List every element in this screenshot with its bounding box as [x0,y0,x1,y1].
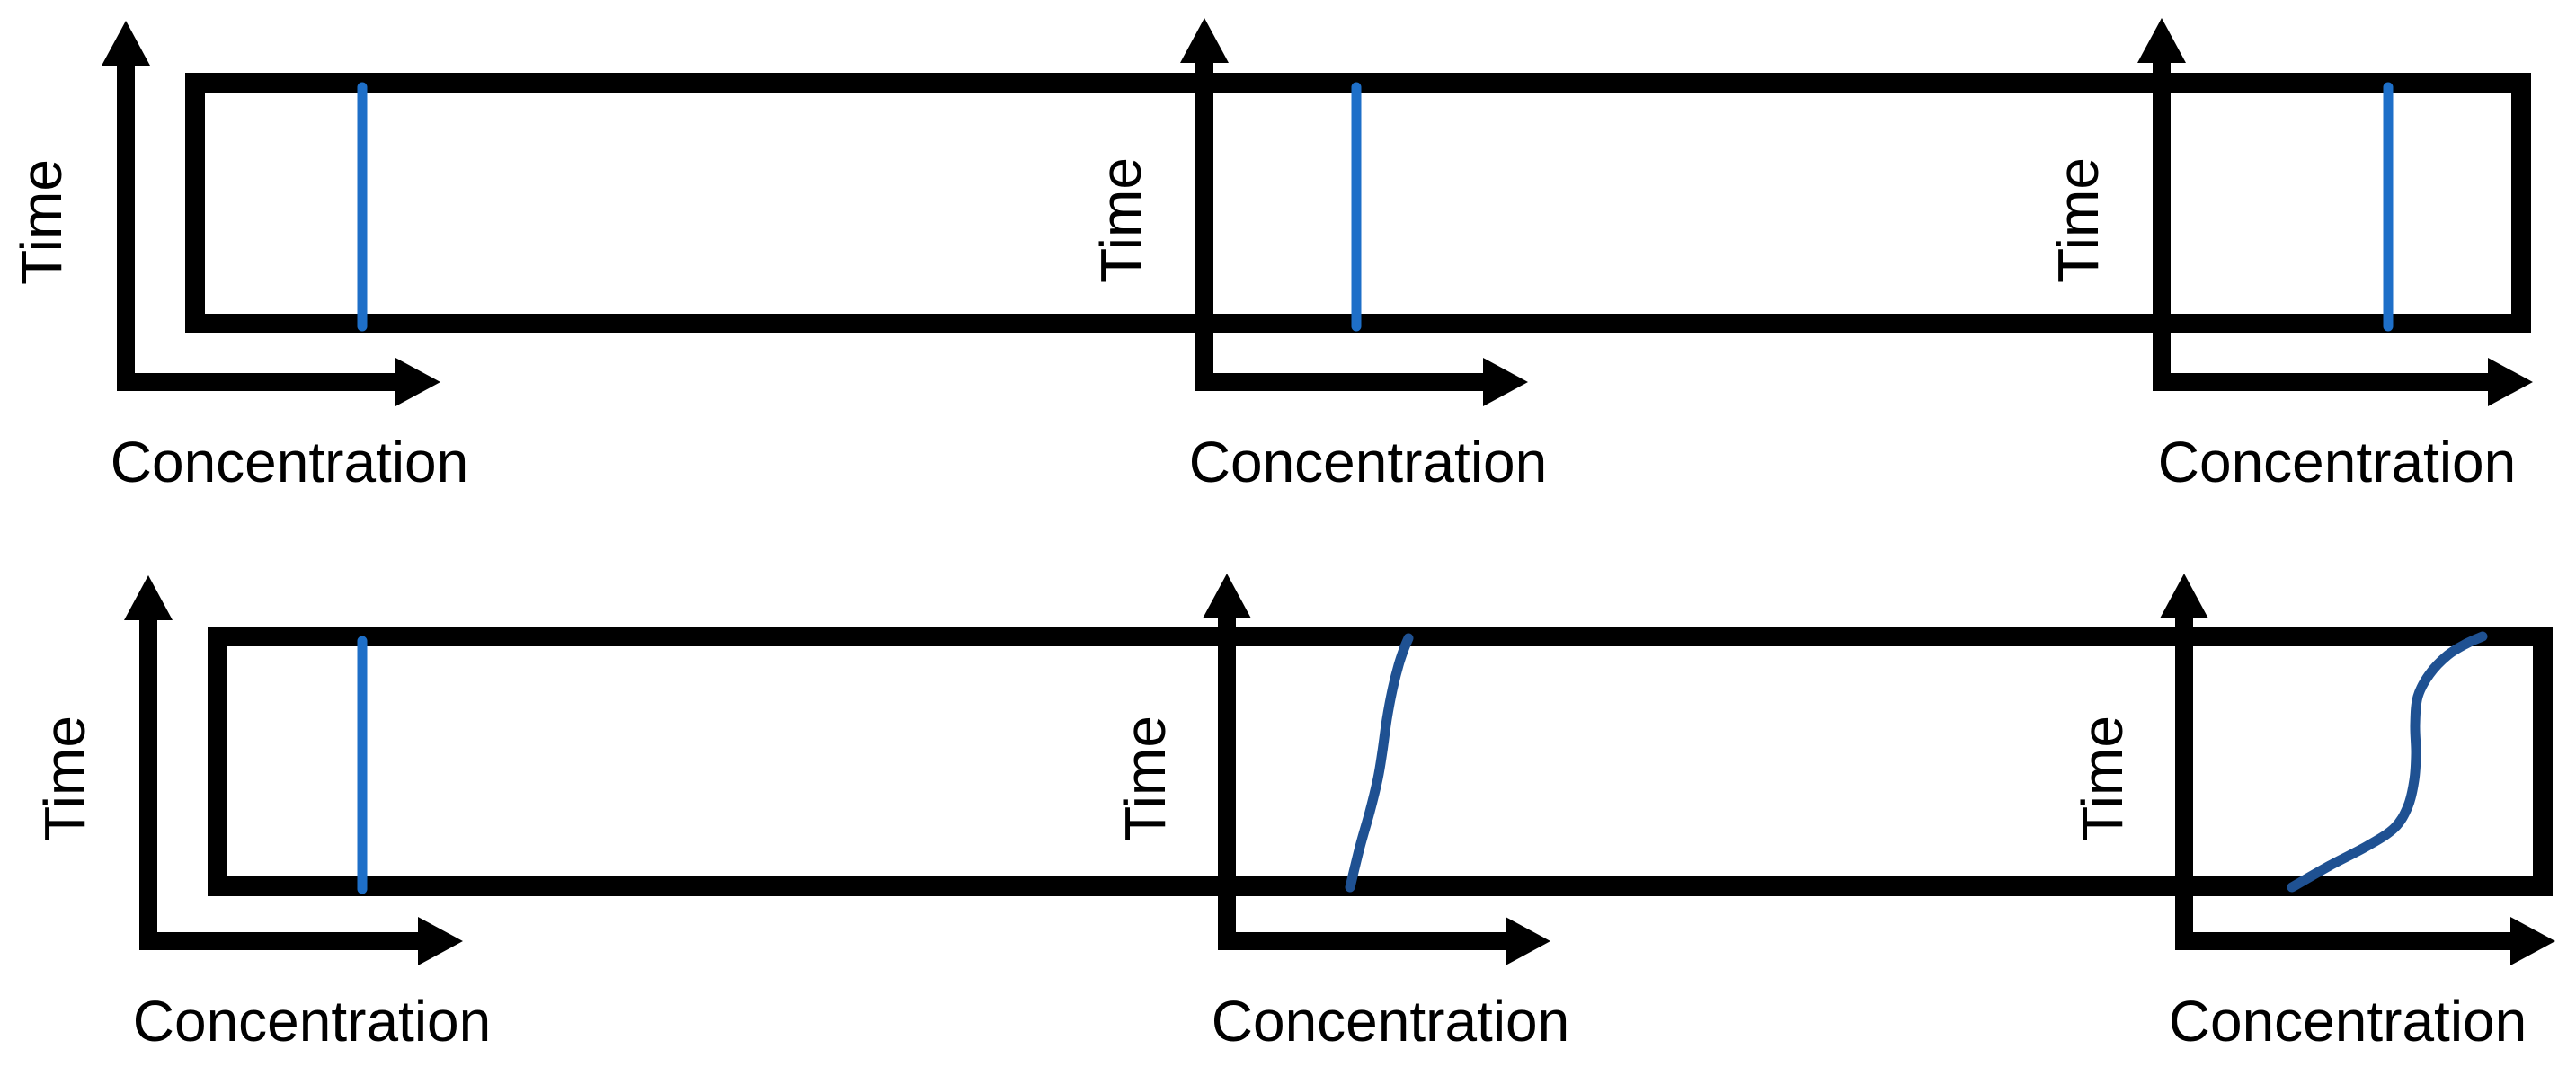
xlabel-conc-bottom-left: Concentration [133,989,491,1054]
time-axis-arrowhead-right-row-2 [2160,574,2208,618]
xlabel-conc-top-left: Concentration [111,430,468,494]
time-axis-arrowhead-left-row-1 [102,21,150,66]
ylabel-time-top-right: Time [2046,157,2110,283]
ylabel-time-top-middle: Time [1088,157,1153,283]
xlabel-conc-bottom-right: Concentration [2169,989,2527,1054]
xlabel-conc-top-right: Concentration [2158,430,2516,494]
concentration-axis-arrowhead-right-row-2 [2510,917,2555,965]
ylabel-time-bottom-left: Time [32,716,97,841]
profile-curve-middle-row-2 [1345,633,1414,893]
concentration-axis-arrowhead-right-row-1 [2488,358,2533,406]
concentration-axis-arrowhead-left-row-1 [395,358,440,406]
time-axis-arrowhead-left-row-2 [124,575,173,620]
xlabel-conc-top-middle: Concentration [1189,430,1547,494]
ylabel-time-bottom-right: Time [2070,716,2135,841]
concentration-profiles [357,82,2488,894]
time-axis-arrowhead-right-row-1 [2137,18,2186,63]
concentration-axis-arrowhead-left-row-2 [418,917,463,965]
ylabel-time-top-left: Time [9,159,74,285]
xlabel-conc-bottom-middle: Concentration [1212,989,1569,1054]
axis-labels: Time Concentration Time Concentration Ti… [9,157,2527,1054]
profile-curve-right-row-2 [2287,631,2488,893]
ylabel-time-bottom-middle: Time [1113,716,1177,841]
reactor-rectangle-row-2 [208,627,2553,896]
concentration-axis-arrowhead-middle-row-1 [1483,358,1528,406]
axes-layer [102,18,2555,965]
time-axis-arrowhead-middle-row-1 [1180,18,1229,63]
time-axis-arrowhead-middle-row-2 [1203,574,1251,618]
concentration-axis-arrowhead-middle-row-2 [1506,917,1550,965]
